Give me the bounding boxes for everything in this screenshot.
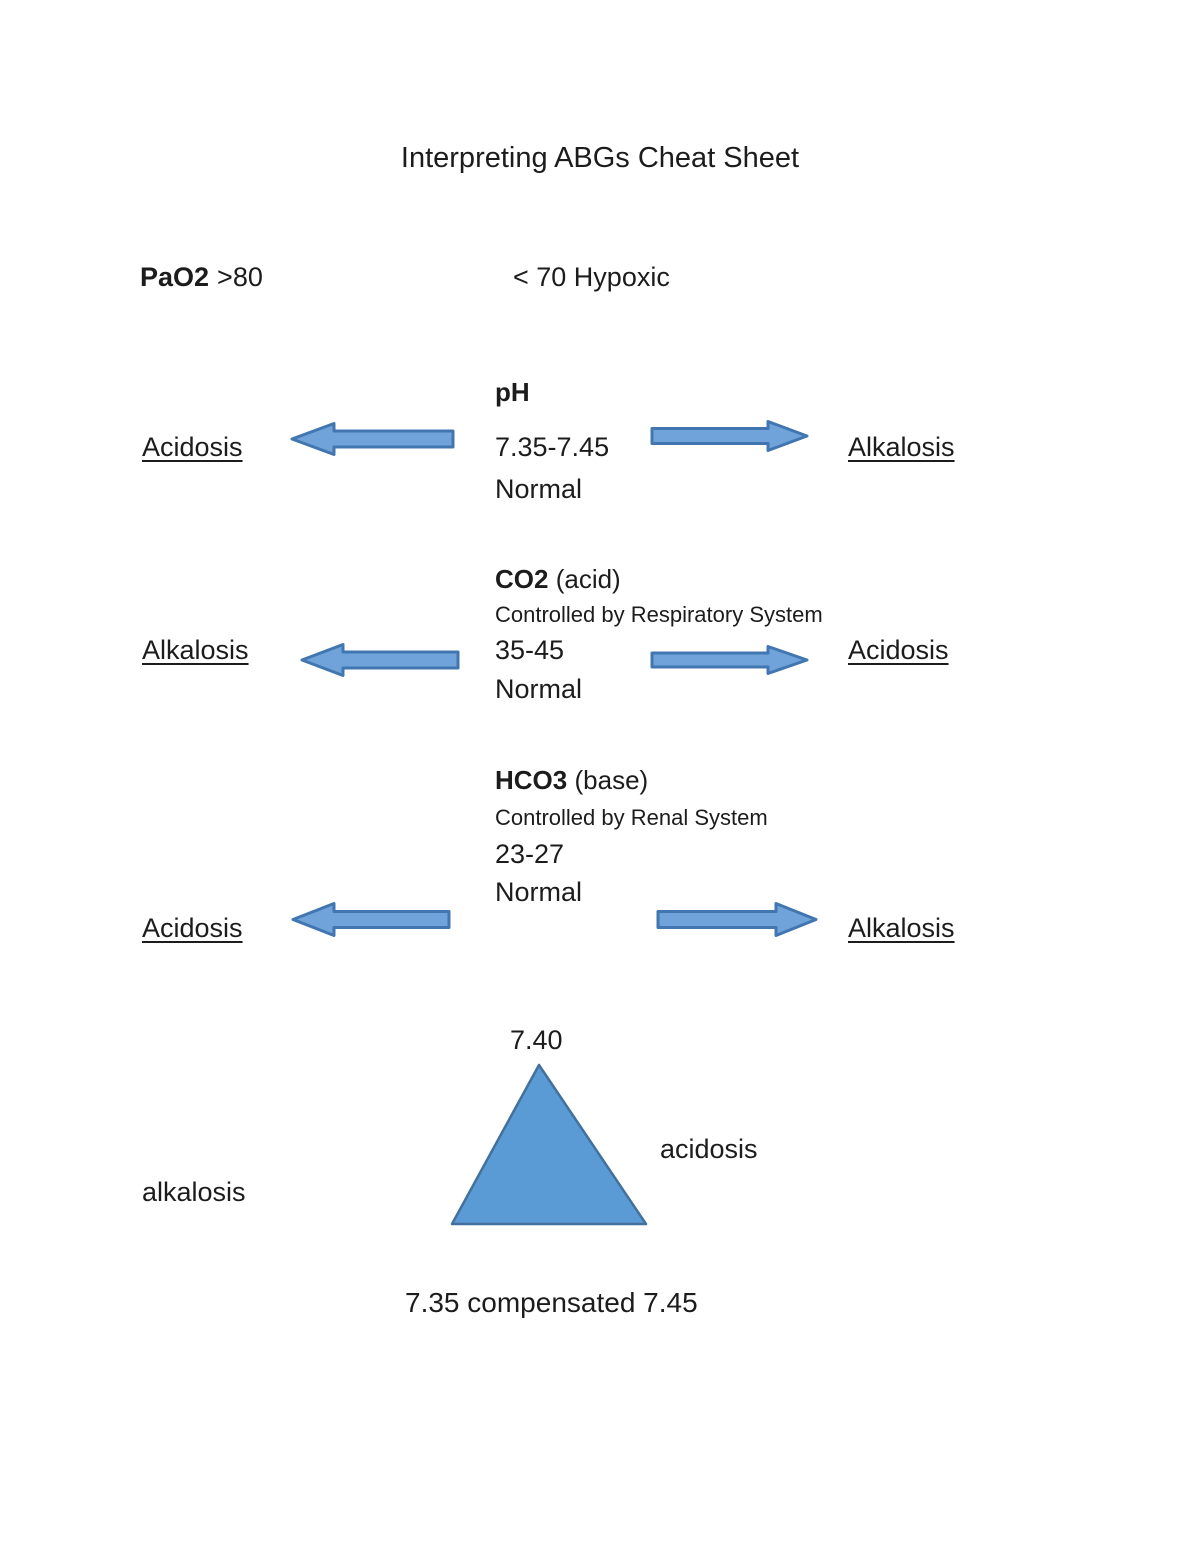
ph-right-arrow-icon [650, 420, 809, 452]
ph-heading: pH [495, 377, 530, 407]
hco3-range: 23-27 [495, 839, 565, 869]
co2-name: CO2 [495, 564, 549, 594]
ph-scale-alkalosis-label: alkalosis [142, 1177, 246, 1207]
hco3-name: HCO3 [495, 765, 568, 795]
co2-left-arrow-icon [300, 643, 460, 677]
hco3-left-arrow-icon [291, 902, 451, 937]
ph-left-arrow-icon [290, 422, 455, 456]
ph-acidosis-label: Acidosis [142, 432, 243, 462]
hco3-acidosis-label: Acidosis [142, 913, 243, 943]
co2-qualifier: (acid) [555, 564, 621, 594]
ph-scale-acidosis-label: acidosis [660, 1134, 758, 1164]
hco3-normal-label: Normal [495, 877, 583, 907]
pao2-value: >80 [217, 262, 263, 292]
co2-range: 35-45 [495, 635, 565, 665]
ph-scale-apex-value: 7.40 [510, 1025, 563, 1055]
ph-scale-compensated-text: 7.35 compensated 7.45 [405, 1287, 698, 1318]
pao2-hypoxic-note: < 70 Hypoxic [513, 262, 670, 292]
ph-range: 7.35-7.45 [495, 432, 610, 462]
hco3-controlled-by: Controlled by Renal System [495, 805, 768, 830]
co2-acidosis-label: Acidosis [848, 635, 949, 665]
co2-heading: CO2 (acid) [495, 564, 621, 595]
hco3-right-arrow-icon [656, 902, 818, 937]
hco3-qualifier: (base) [574, 765, 649, 795]
co2-right-arrow-icon [650, 645, 809, 675]
ph-alkalosis-label: Alkalosis [848, 432, 955, 462]
hco3-alkalosis-label: Alkalosis [848, 913, 955, 943]
page-title: Interpreting ABGs Cheat Sheet [400, 142, 800, 174]
ph-scale-triangle-icon [450, 1063, 648, 1226]
co2-normal-label: Normal [495, 674, 583, 704]
pao2-label: PaO2 [140, 262, 210, 292]
co2-alkalosis-label: Alkalosis [142, 635, 249, 665]
pao2-line: PaO2>80 [140, 261, 263, 293]
co2-controlled-by: Controlled by Respiratory System [495, 602, 823, 627]
ph-normal-label: Normal [495, 474, 583, 504]
hco3-heading: HCO3 (base) [495, 765, 648, 796]
